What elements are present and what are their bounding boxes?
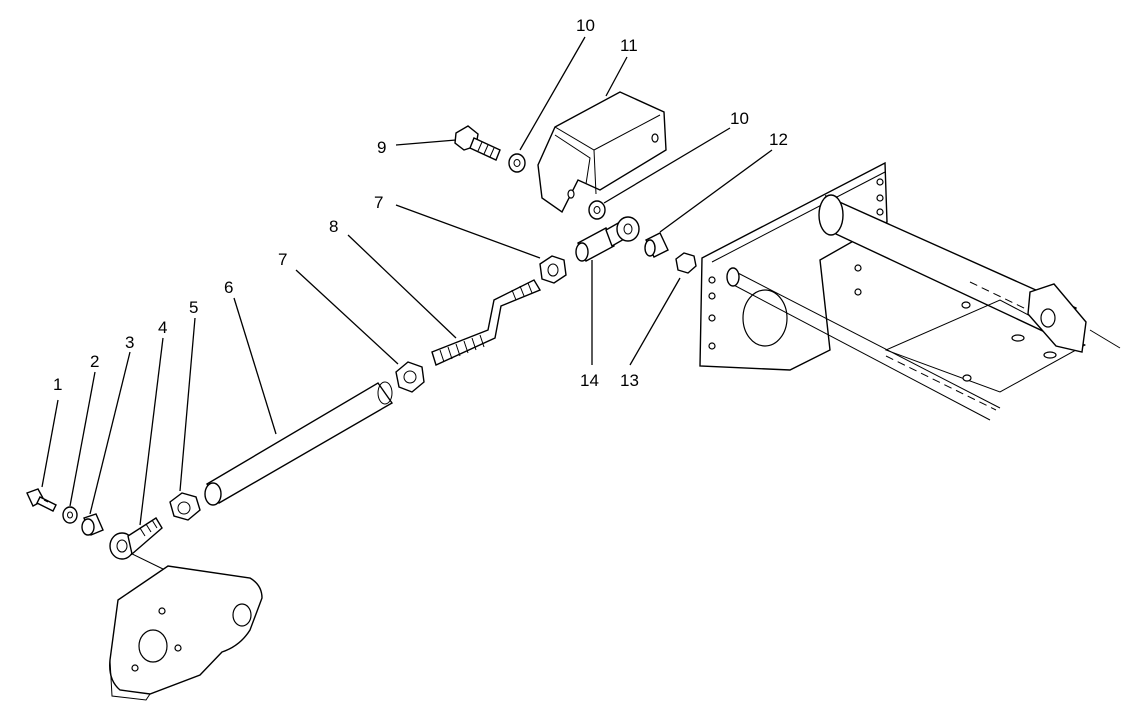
callout-2: 2: [90, 352, 99, 371]
bolt-part-1: [26, 488, 57, 512]
nut-part-7-upper: [539, 255, 567, 284]
callout-1: 1: [53, 375, 62, 394]
nut-part-13: [675, 252, 697, 274]
bolt-part-9: [454, 125, 501, 161]
washer-part-2: [62, 506, 78, 524]
callout-11: 11: [620, 36, 638, 55]
callout-labels: 1 2 3 4 5 6 7 7 8 9 10 10 11 12 13 14: [53, 16, 788, 394]
callout-8: 8: [329, 217, 338, 236]
callout-10-lower: 10: [730, 109, 749, 128]
rod-end-upper: [605, 216, 640, 248]
callout-7-upper: 7: [374, 193, 383, 212]
threaded-rod-part-8: [431, 279, 542, 366]
rod-end-part-4: [109, 517, 163, 560]
nut-part-7-lower: [395, 361, 425, 393]
callout-14: 14: [580, 371, 599, 390]
callout-4: 4: [158, 318, 167, 337]
callout-12: 12: [769, 130, 788, 149]
callout-9: 9: [377, 138, 386, 157]
callout-6: 6: [224, 278, 233, 297]
frame-assembly: [699, 161, 1121, 421]
spacer-part-12: [644, 232, 669, 258]
mounting-plate: [109, 547, 263, 701]
callout-3: 3: [125, 333, 134, 352]
spacer-part-14: [575, 227, 615, 262]
bushing-part-3: [81, 513, 104, 536]
washer-part-10-upper: [508, 153, 526, 173]
nut-part-5: [169, 492, 201, 521]
washer-part-10-lower: [588, 200, 606, 220]
bracket-part-11: [537, 91, 667, 214]
callout-5: 5: [189, 298, 198, 317]
callout-13: 13: [620, 371, 639, 390]
tube-part-6: [204, 381, 394, 506]
callout-7-lower: 7: [278, 250, 287, 269]
leader-lines: [41, 36, 773, 526]
callout-10-upper: 10: [576, 16, 595, 35]
